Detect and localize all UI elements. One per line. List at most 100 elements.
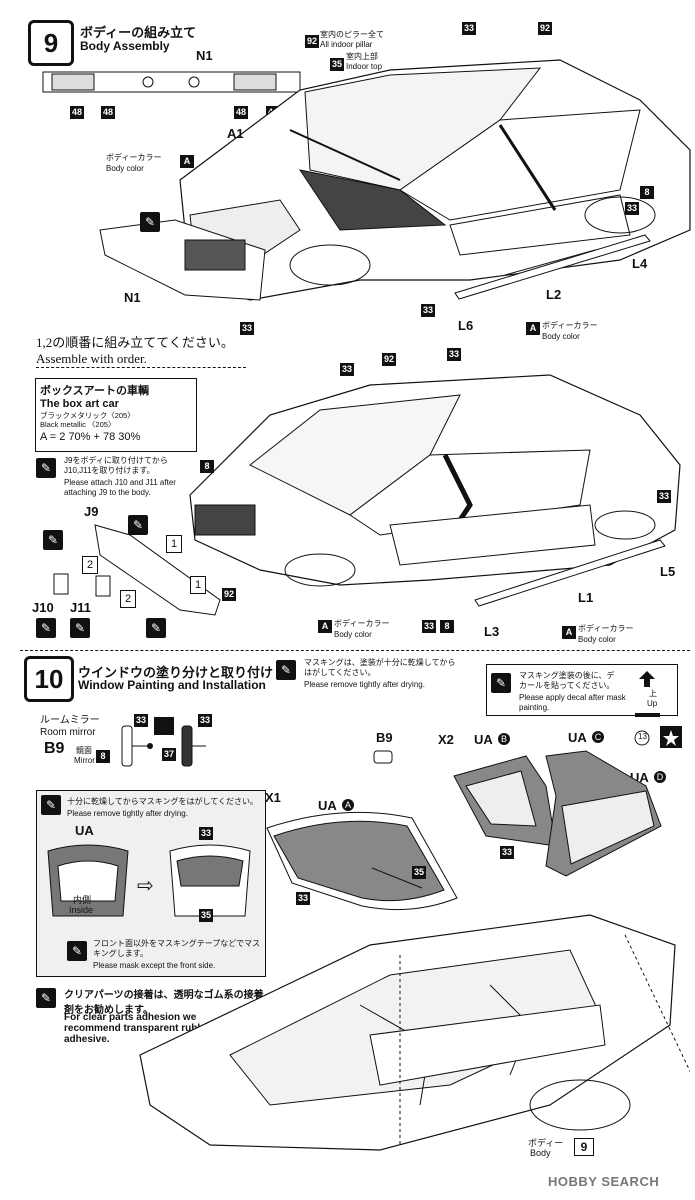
front-mask-en: Please mask except the front side.: [93, 961, 216, 970]
body-color-en-a1: Body color: [106, 164, 144, 173]
part-33-mask: 33: [199, 827, 214, 840]
label-j9: J9: [84, 504, 99, 519]
decal-position-marker: [634, 713, 682, 748]
masking-detail-box: ✎ 十分に乾燥してからマスキングをはがしてください。 Please remove…: [36, 790, 266, 977]
label-ua-c: UA: [568, 730, 587, 745]
badge-c: C: [592, 731, 604, 743]
badge-a: A: [342, 799, 354, 811]
dry-note-jp: 十分に乾燥してからマスキングをはがしてください。: [67, 797, 259, 806]
label-n1-top: N1: [196, 48, 213, 63]
label-j10: J10: [32, 600, 54, 615]
part-8-a: 33: [625, 202, 640, 215]
order-note-en: Assemble with order.: [36, 351, 147, 366]
label-j11: J11: [70, 600, 91, 615]
step-10-title-en: Window Painting and Installation: [78, 678, 266, 692]
step-10-title-jp: ウインドウの塗り分けと取り付け: [78, 665, 274, 680]
label-l2: L2: [546, 287, 562, 302]
inside-label-jp: 内側: [73, 895, 92, 905]
car-body-side-drawing: [189, 374, 681, 587]
decal-note-en: Please apply decal after mask painting.: [519, 693, 626, 712]
order-note: 1,2の順番に組み立ててください。 Assemble with order.: [36, 332, 246, 368]
window-masking-before: [47, 844, 129, 917]
brush-icon-dry: ✎: [41, 795, 61, 815]
part-35-x1: 35: [412, 866, 427, 879]
part-33-f: 33: [340, 363, 355, 376]
brush-icon-j11: ✎: [70, 618, 90, 638]
window-masking-after: [169, 844, 251, 917]
up-arrow-icon: [639, 671, 655, 687]
body-color-jp-2: ボディーカラー: [334, 619, 390, 628]
paint-a-badge-1: A: [180, 155, 194, 168]
label-a1: A1: [227, 126, 244, 141]
mirror-label-en: Room mirror: [40, 727, 96, 738]
glue-icon-j9-a: ✎: [128, 515, 148, 535]
glue-icon-j9-b: ✎: [43, 530, 63, 550]
part-33-mirror-a: 33: [134, 714, 149, 727]
label-ua-a-small: UA: [75, 823, 94, 838]
part-33-b: 33: [462, 22, 477, 35]
step-9-number: 9: [28, 20, 74, 66]
rear-panel-n1-drawing: [42, 71, 301, 93]
part-33-mirror-b: 33: [198, 714, 213, 727]
inside-label-en: Inside: [69, 905, 94, 915]
label-x2: X2: [438, 732, 454, 747]
box-art-color-jp: ブラックメタリック〈205〉: [40, 411, 135, 420]
label-l1: L1: [578, 590, 594, 605]
windshield-x1-drawing: [266, 811, 458, 911]
step-9-title-jp: ボディーの組み立て: [80, 25, 197, 40]
mirror-face-en: Mirror: [74, 756, 95, 765]
step-9-title-en: Body Assembly: [80, 39, 170, 53]
body-ref-en: Body: [530, 1148, 551, 1158]
badge-b: B: [498, 733, 510, 745]
rear-windows-x2-drawing: [453, 750, 662, 877]
brush-icon-clear: ✎: [36, 988, 56, 1008]
body-color-en-3: Body color: [578, 635, 616, 644]
part-92-pillar: 92: [305, 35, 320, 48]
body-ref-jp: ボディー: [528, 1138, 564, 1148]
side-skirt-strips: [454, 234, 651, 300]
mirror-face-jp: 鏡面: [76, 746, 92, 755]
side-skirt-strips-2: [474, 539, 666, 607]
order-1-a: 1: [166, 535, 182, 553]
rear-bumper-j9-drawing: [94, 524, 221, 616]
badge-d: D: [654, 771, 666, 783]
part-35-mask: 35: [199, 909, 214, 922]
label-l6: L6: [458, 318, 474, 333]
part-33-d: 8: [640, 186, 654, 199]
order-note-jp: 1,2の順番に組み立ててください。: [36, 335, 234, 350]
part-92-c: 92: [382, 353, 397, 366]
body-ref-step: 9: [574, 1138, 594, 1156]
body-color-jp-a1: ボディーカラー: [106, 153, 162, 162]
label-b9: B9: [376, 730, 393, 745]
part-35-top: 35: [330, 58, 345, 71]
part-48-a: 48: [70, 106, 85, 119]
part-33-i: 33: [422, 620, 437, 633]
step-10-number: 10: [24, 656, 74, 702]
mirror-b9-part: [373, 750, 393, 764]
brush-icon-decal: ✎: [491, 673, 511, 693]
brush-icon-masking: ✎: [276, 660, 296, 680]
label-b9-mirror: B9: [44, 740, 65, 757]
light-parts-j10-j11: [53, 573, 111, 597]
label-ua-a: UA: [318, 798, 337, 813]
clear-note-jp: クリアパーツの接着は、透明なゴム系の接着剤をお勧めします。: [64, 990, 264, 1016]
body-color-jp-3: ボディーカラー: [578, 624, 634, 633]
box-art-title-en: The box art car: [40, 398, 119, 410]
masking-note-en: Please remove tightly after drying.: [304, 680, 425, 689]
order-1-b: 1: [190, 576, 206, 594]
body-color-jp-side: ボディーカラー: [542, 321, 598, 330]
decal-number-13: 13: [638, 732, 647, 741]
part-92-b: 92: [538, 22, 553, 35]
order-2-a: 2: [82, 556, 98, 574]
j9-note-jp: J9をボディに取り付けてから J10,J11を取り付けます。: [64, 456, 168, 475]
brush-icon-j9-note: ✎: [36, 458, 56, 478]
box-art-title-jp: ボックスアートの車輌: [40, 385, 150, 397]
up-label-jp: 上: [649, 689, 657, 698]
brush-icon-front-mask: ✎: [67, 941, 87, 961]
box-art-color-en: Black metallic 〈205〉: [40, 420, 116, 429]
glue-icon-step9: ✎: [140, 212, 160, 232]
clear-note-en: For clear parts adhesion we recommend tr…: [64, 1012, 237, 1045]
pillar-note-en: All indoor pillar: [320, 40, 373, 49]
room-mirror-drawing: [121, 717, 206, 767]
body-color-en-2: Body color: [334, 630, 372, 639]
